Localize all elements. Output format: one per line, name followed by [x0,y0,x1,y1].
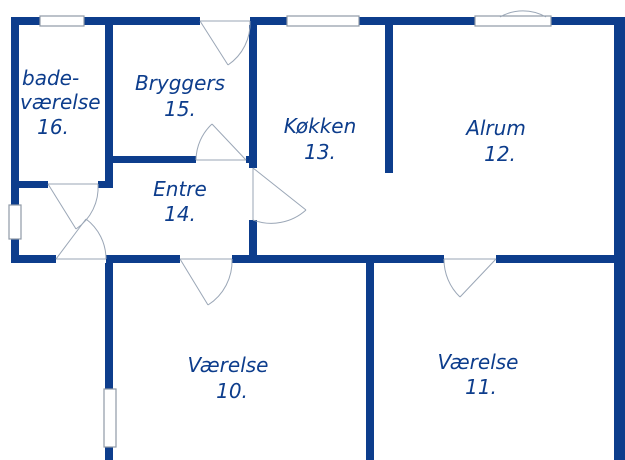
door-entre-lower [55,218,107,260]
walls [11,17,625,460]
window-kitchen-top [286,15,360,27]
room-number-bryggers: 15. [164,97,196,121]
room-label-entre: Entre [153,177,207,201]
door-bedroom11 [443,258,497,298]
room-label-badevaerelse-line2: værelse [20,90,101,114]
room-number-badevaerelse: 16. [37,115,69,139]
room-number-vaerelse11: 11. [465,375,497,399]
window-bedroom10-left [103,388,117,448]
room-label-vaerelse10: Værelse [188,353,269,377]
window-bath-top [39,15,85,27]
wall-right [614,17,625,460]
room-label-bryggers: Bryggers [135,71,225,95]
room-label-badevaerelse-line1: bade- [22,66,79,90]
wall-bedroom10-left [105,255,113,460]
room-number-alrum: 12. [484,142,516,166]
wall-middle [11,255,625,263]
door-bathroom-entre [47,183,99,230]
window-alrum-top [474,15,552,27]
doors [47,10,547,306]
wall-left [11,17,19,263]
wall-kitchen-alrum [385,17,393,173]
room-label-vaerelse11: Værelse [438,350,519,374]
room-number-koekken: 13. [304,140,336,164]
windows [8,15,552,448]
wall-bedrooms [366,255,374,460]
wall-bryggers-kitchen [249,17,257,262]
room-number-entre: 14. [164,202,196,226]
door-bryggers-top [199,20,251,66]
door-entre-kitchen [252,167,307,224]
room-label-alrum: Alrum [464,116,526,140]
room-label-koekken: Køkken [284,114,357,138]
wall-bath-bryggers [105,17,113,187]
door-bryggers-entre [195,123,247,161]
door-alrum-top [499,10,547,18]
wall-bryggers-bottom [105,156,257,163]
door-bedroom10 [179,258,233,306]
room-labels: bade- værelse 16. Bryggers 15. Køkken 13… [20,66,526,403]
room-number-vaerelse10: 10. [216,379,248,403]
window-entre-left [8,204,22,240]
